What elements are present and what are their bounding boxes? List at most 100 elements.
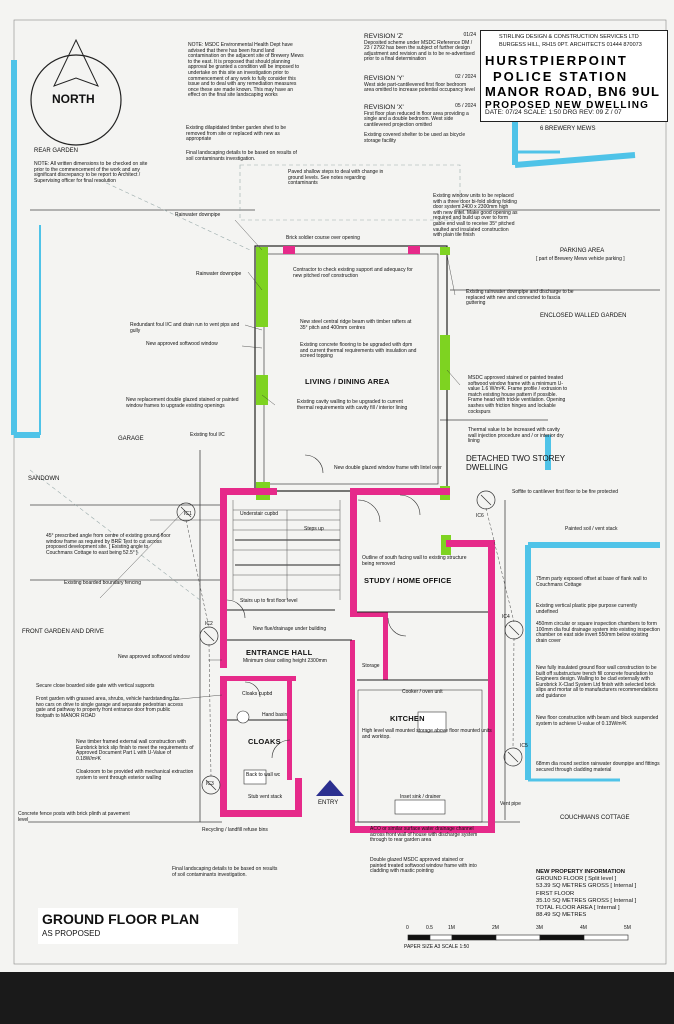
scale-tick-5: 5M	[624, 925, 631, 931]
note-inspection: 450mm circular or square inspection cham…	[536, 621, 660, 644]
label-stairs: Stairs up to first floor level	[240, 598, 298, 604]
note-contractor: Contractor to check existing support and…	[293, 267, 413, 279]
note-gutter: 68mm dia round section rainwater downpip…	[536, 761, 660, 773]
scale-tick-2: 2M	[492, 925, 499, 931]
label-brewery-mews: 6 BREWERY MEWS	[540, 126, 596, 132]
label-entry: ENTRY	[318, 800, 339, 806]
note-beam-block: New floor construction with beam and blo…	[536, 715, 659, 727]
note-south-wall: Outline of south facing wall to existing…	[362, 555, 467, 567]
ic4-label: IC4	[502, 614, 510, 620]
note-party-wall: 75mm party exposed offset at base of fla…	[536, 576, 648, 588]
title-block: STIRLING DESIGN & CONSTRUCTION SERVICES …	[480, 30, 668, 122]
plan-title: GROUND FLOOR PLAN	[42, 911, 200, 927]
living-walls	[254, 245, 448, 492]
note-bifold-doors: Existing window units to be replaced wit…	[433, 193, 518, 239]
note-painted-soil: Painted soil / vent stack	[565, 526, 618, 532]
label-front-garden: FRONT GARDEN AND DRIVE	[22, 629, 104, 635]
room-living-dining: LIVING / DINING AREA	[305, 377, 390, 386]
note-dimensions: NOTE: All written dimensions to be check…	[34, 161, 148, 184]
note-dg-window: New double glazed window frame with lint…	[334, 465, 442, 471]
label-garage: GARAGE	[118, 436, 144, 442]
entry-arrow	[316, 780, 344, 796]
label-cloaks-cupbd: Cloaks cupbd	[242, 691, 273, 697]
note-timber-shed: Existing dilapidated timber garden shed …	[186, 125, 287, 143]
label-rear-garden: REAR GARDEN	[34, 148, 79, 154]
revision-y: REVISION 'Y' 02 / 2024 West side part-ca…	[364, 74, 476, 94]
label-parking-area: PARKING AREA	[560, 248, 605, 254]
drawing-meta: DATE: 07/24 SCALE: 1:50 DRG REV: 09 Z / …	[485, 109, 622, 116]
note-aco: ACO or similar surface water drainage ch…	[370, 826, 478, 844]
note-gate: Secure close boarded side gate with vert…	[36, 683, 155, 689]
plan-title-box: GROUND FLOOR PLAN AS PROPOSED	[38, 908, 238, 944]
note-concrete-fence: Concrete fence posts with brick plinth a…	[18, 811, 130, 823]
stairs	[232, 500, 341, 600]
internal-walls	[227, 539, 488, 823]
scale-caption: PAPER SIZE A3 SCALE 1:50	[404, 944, 470, 950]
note-new-softwood-window: New approved softwood window	[118, 654, 190, 660]
room-study: STUDY / HOME OFFICE	[364, 576, 452, 585]
label-understair: Understair cupbd	[240, 511, 279, 517]
label-wc: Back to wall wc	[246, 772, 281, 778]
north-symbol	[30, 38, 122, 146]
scale-tick-05: 0.5	[426, 925, 433, 931]
label-sink: Inset sink / drainer	[400, 794, 441, 800]
label-walled-garden: ENCLOSED WALLED GARDEN	[540, 313, 627, 319]
note-parking: [ part of Brewery Mews vehicle parking ]	[536, 256, 625, 262]
note-existing-foul: Existing foul I/C	[190, 432, 225, 438]
note-recycling: Recycling / landfill refuse bins	[202, 827, 268, 833]
note-rainwater-2: Rainwater downpipe	[196, 271, 242, 277]
note-rainwater-replace: Existing rainwater downpipe and discharg…	[466, 289, 574, 307]
label-stub-vent: Stub vent stack	[248, 794, 283, 800]
fixtures	[236, 710, 447, 815]
scale-tick-4: 4M	[580, 925, 587, 931]
note-ceiling-height: Minimum clear ceiling height 2300mm	[243, 658, 327, 664]
ic5-label: IC5	[520, 743, 528, 749]
note-msdc-environmental: NOTE: MSDC Environmental Health Dept hav…	[188, 42, 304, 99]
note-insulated-floor: New fully insulated ground floor wall co…	[536, 665, 658, 699]
note-boarded-fencing: Existing boarded boundary fencing	[64, 580, 141, 586]
label-cooker: Cooker / oven unit	[402, 689, 443, 695]
note-thermal-value: Thermal value to be increased with cavit…	[468, 427, 564, 445]
note-final-landscaping-bottom: Final landscaping details to be based on…	[172, 866, 278, 878]
label-vent-pipe: Vent pipe	[500, 801, 521, 807]
label-sandown: SANDOWN	[28, 476, 60, 482]
label-hand-basin: Hand basin	[262, 712, 288, 718]
note-redundant-foul: Redundant foul I/C and drain run to vent…	[130, 322, 240, 334]
ic6-label: IC6	[476, 513, 484, 519]
note-brick-soldier: Brick soldier course over opening	[286, 235, 360, 241]
firm-address: BURGESS HILL, RH15 0PT. ARCHITECTS 01444…	[499, 42, 642, 48]
note-replacement-glazed: New replacement double glazed stained or…	[126, 397, 239, 409]
note-45-degree: 45° prescribed angle from centre of exis…	[46, 533, 171, 556]
label-detached-dwelling: DETACHED TWO STOREY DWELLING	[466, 454, 565, 472]
note-front-garden: Front garden with grassed area, shrubs, …	[36, 696, 184, 719]
note-hl-kitchen: High level wall mounted storage above fl…	[362, 728, 492, 740]
note-timber-framed: New timber framed external wall construc…	[76, 739, 194, 762]
firm-name: STIRLING DESIGN & CONSTRUCTION SERVICES …	[499, 34, 639, 40]
scale-tick-3: 3M	[536, 925, 543, 931]
floor-plan-graphics	[11, 19, 667, 965]
note-cavity-walling: Existing cavity walling to be upgraded t…	[297, 399, 408, 411]
ic2-label: IC2	[205, 621, 213, 627]
property-info: NEW PROPERTY INFORMATION GROUND FLOOR [ …	[536, 869, 637, 919]
room-kitchen: KITCHEN	[390, 714, 425, 723]
note-cloakroom: Cloakroom to be provided with mechanical…	[76, 769, 194, 781]
note-covered-shelter: Existing covered shelter to be used as b…	[364, 132, 466, 144]
room-entrance-hall: ENTRANCE HALL	[246, 648, 313, 657]
note-steel-beam: New steel central ridge beam with timber…	[300, 319, 412, 331]
note-soffit: Soffite to cantilever first floor to be …	[512, 489, 619, 495]
ic1-label: IC1	[184, 511, 192, 517]
label-storage: Storage	[362, 663, 380, 669]
label-new-flue: New flue/drainage under building	[253, 626, 327, 632]
note-paved-steps: Paved shallow steps to deal with change …	[288, 169, 384, 187]
revision-x: REVISION 'X' 05 / 2024 First floor plan …	[364, 103, 476, 128]
note-dg-msdc: Double glazed MSDC approved stained or p…	[370, 857, 477, 875]
revision-z: REVISION 'Z' 01/24 Deposited scheme unde…	[364, 32, 476, 63]
room-cloaks: CLOAKS	[248, 737, 281, 746]
scale-tick-1: 1M	[448, 925, 455, 931]
north-label: NORTH	[52, 92, 95, 106]
note-new-approved-window: New approved softwood window	[146, 341, 218, 347]
scale-tick-0: 0	[406, 925, 409, 931]
note-final-landscaping-top: Final landscaping details to be based on…	[186, 150, 297, 162]
note-concrete-floor: Existing concrete flooring to be upgrade…	[300, 342, 417, 360]
drawing-sheet: NORTH NOTE: MSDC Environmental Health De…	[0, 0, 674, 972]
